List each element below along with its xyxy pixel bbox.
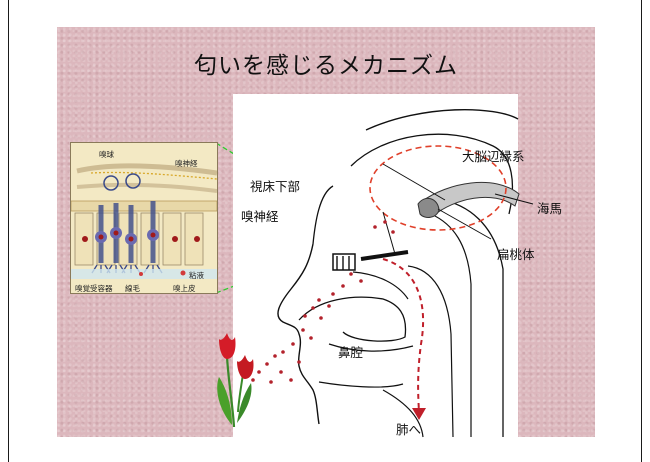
inset-label-olfactory-bulb: 嗅球 [99, 150, 114, 159]
inset-label-cilia: 線毛 [125, 284, 140, 293]
olfactory-nerve-pointer [382, 211, 396, 255]
inset-label-receptor-cells: 嗅覚受容器 [75, 284, 113, 293]
limbic-system-outline [369, 145, 507, 231]
label-limbic-system: 大脳辺縁系 [462, 149, 525, 164]
inset-label-mucus: 粘液 [189, 271, 204, 280]
label-hypothalamus: 視床下部 [250, 179, 301, 194]
slide: 匂いを感じるメカニズム [57, 27, 595, 438]
olfactory-epithelium-diagram [71, 143, 217, 293]
hypothalamus-pointer [382, 163, 446, 201]
nasal-turbinate [352, 271, 409, 300]
pharynx-back-wall [407, 265, 454, 438]
label-olfactory-nerve: 嗅神経 [241, 209, 279, 224]
skull-outline [365, 109, 519, 131]
label-amygdala: 扁桃体 [497, 247, 535, 262]
head-cross-section-panel: 視床下部 嗅神経 大脳辺縁系 海馬 扁桃体 鼻腔 肺へ [233, 94, 562, 438]
head-cross-section-diagram [251, 109, 534, 438]
throat-outline [382, 389, 424, 438]
airflow-arrow-head [412, 408, 426, 420]
label-to-lungs: 肺へ [396, 422, 422, 437]
brain-outline [350, 133, 514, 215]
olfactory-bulb-bar [360, 250, 409, 261]
inset-label-epithelium: 嗅上皮 [173, 284, 196, 293]
label-hippocampus: 海馬 [537, 201, 563, 216]
nasal-cavity-outline [298, 296, 407, 342]
window-border-right [641, 0, 642, 462]
amygdala-pointer [437, 208, 492, 240]
spine-outline [430, 213, 472, 437]
mouth-outline [318, 381, 404, 388]
tulip-illustration [217, 333, 254, 428]
window-border-left [8, 0, 9, 462]
label-nasal-cavity: 鼻腔 [338, 345, 364, 360]
inset-label-olfactory-nerve: 嗅神経 [175, 159, 198, 168]
palate-outline [328, 343, 414, 352]
hippocampus-pointer [494, 193, 534, 205]
slide-title: 匂いを感じるメカニズム [194, 53, 458, 79]
face-profile [277, 243, 320, 425]
odor-molecule-dots [251, 220, 395, 384]
airflow-arrow-path [382, 258, 425, 413]
olfactory-epithelium-inset: 嗅球 嗅神経 粘液 嗅覚受容器 線毛 嗅上皮 [70, 142, 218, 294]
forehead-outline [312, 185, 334, 245]
